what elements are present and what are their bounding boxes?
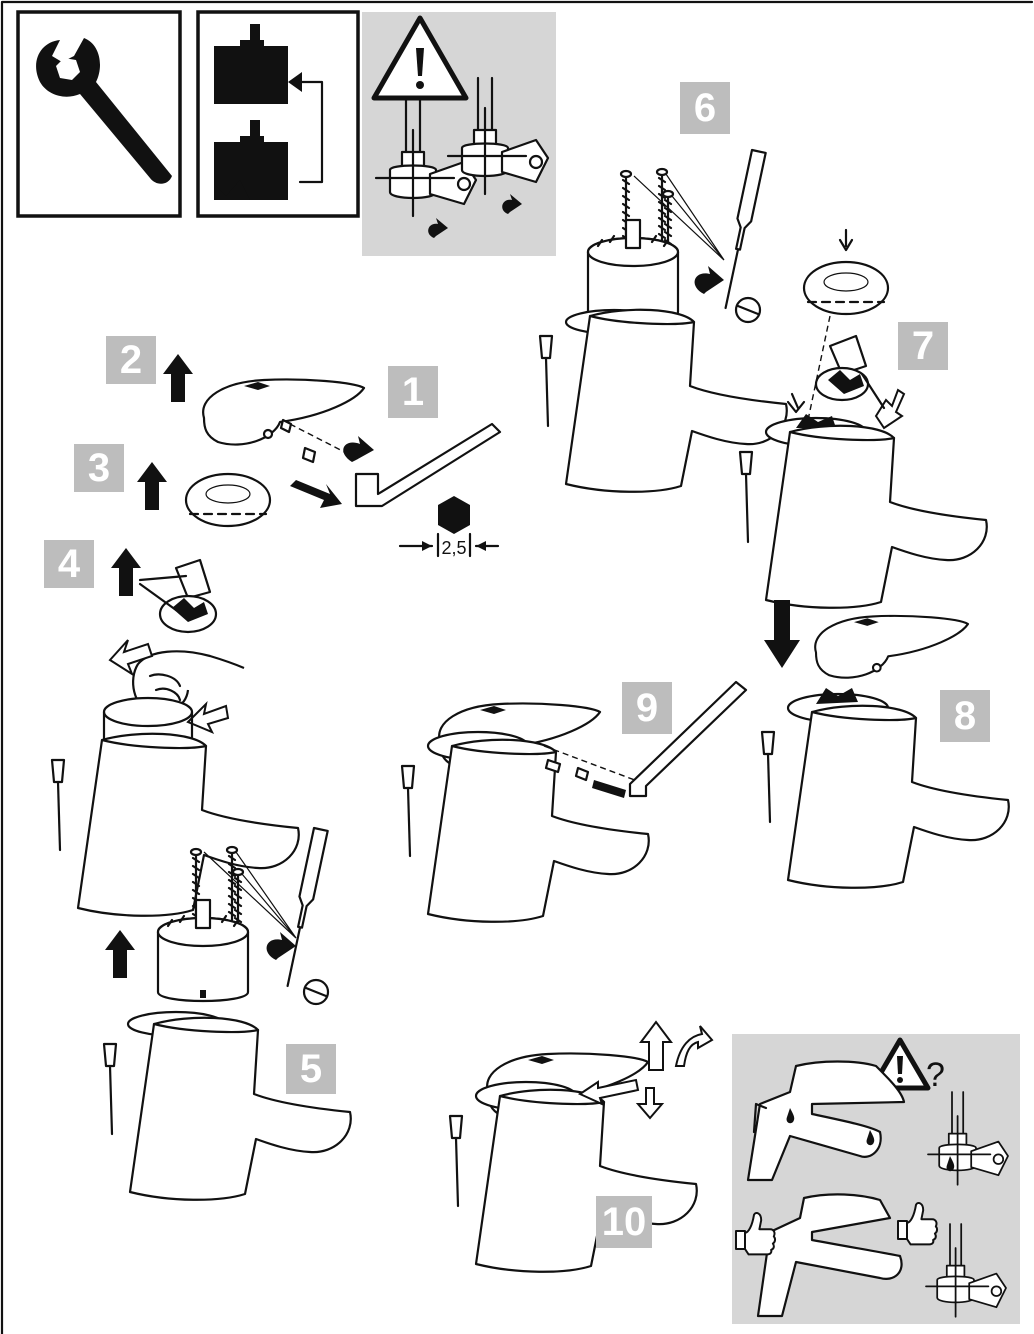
step-3: 3 [74,444,272,528]
hex-key [628,680,748,798]
set-screw [279,418,293,434]
step-3-number: 3 [88,446,110,490]
step-4: 4 [44,540,300,917]
angle-valve-icon [374,76,550,238]
question-mark: ? [926,1056,945,1094]
step-1-number: 1 [402,370,424,414]
rotate-arrow-icon [674,1025,714,1067]
hex-key [354,422,502,508]
lift-arrow-icon [163,354,193,402]
leak-check-panel: ? [732,1034,1020,1324]
hex-size-icon [438,496,470,534]
left-arrow-icon [577,1078,640,1106]
step-7-number: 7 [912,324,934,368]
cartridge-replace-icon [214,24,324,200]
step-5: 5 [102,826,352,1201]
step-7: 7 [738,228,988,609]
rotate-arrow-icon [266,932,296,960]
step-10-number: 10 [602,1200,647,1244]
step-1: 1 2,5 [343,366,502,558]
step-2: 2 [106,336,366,508]
direction-arrow-icon [592,780,626,798]
step-4-number: 4 [58,542,81,586]
step-8: 8 [760,600,1010,889]
step-9: 9 [400,680,748,923]
tool-panel [16,10,556,256]
down-arrow-icon [764,600,800,668]
water-off-panel [362,12,556,256]
step-6: 6 [538,82,788,493]
step-5-number: 5 [300,1047,322,1091]
warning-icon [371,15,469,101]
wrench-icon [36,38,172,184]
down-arrow-icon [635,1087,665,1120]
step-10: 10 [448,1021,714,1273]
hex-key-size-label: 2,5 [441,538,466,558]
step-6-number: 6 [694,86,716,130]
step-9-number: 9 [636,686,658,730]
direction-arrow-icon [290,480,342,508]
rotate-arrow-icon [343,436,374,462]
step-2-number: 2 [120,338,142,382]
step-8-number: 8 [954,694,976,738]
